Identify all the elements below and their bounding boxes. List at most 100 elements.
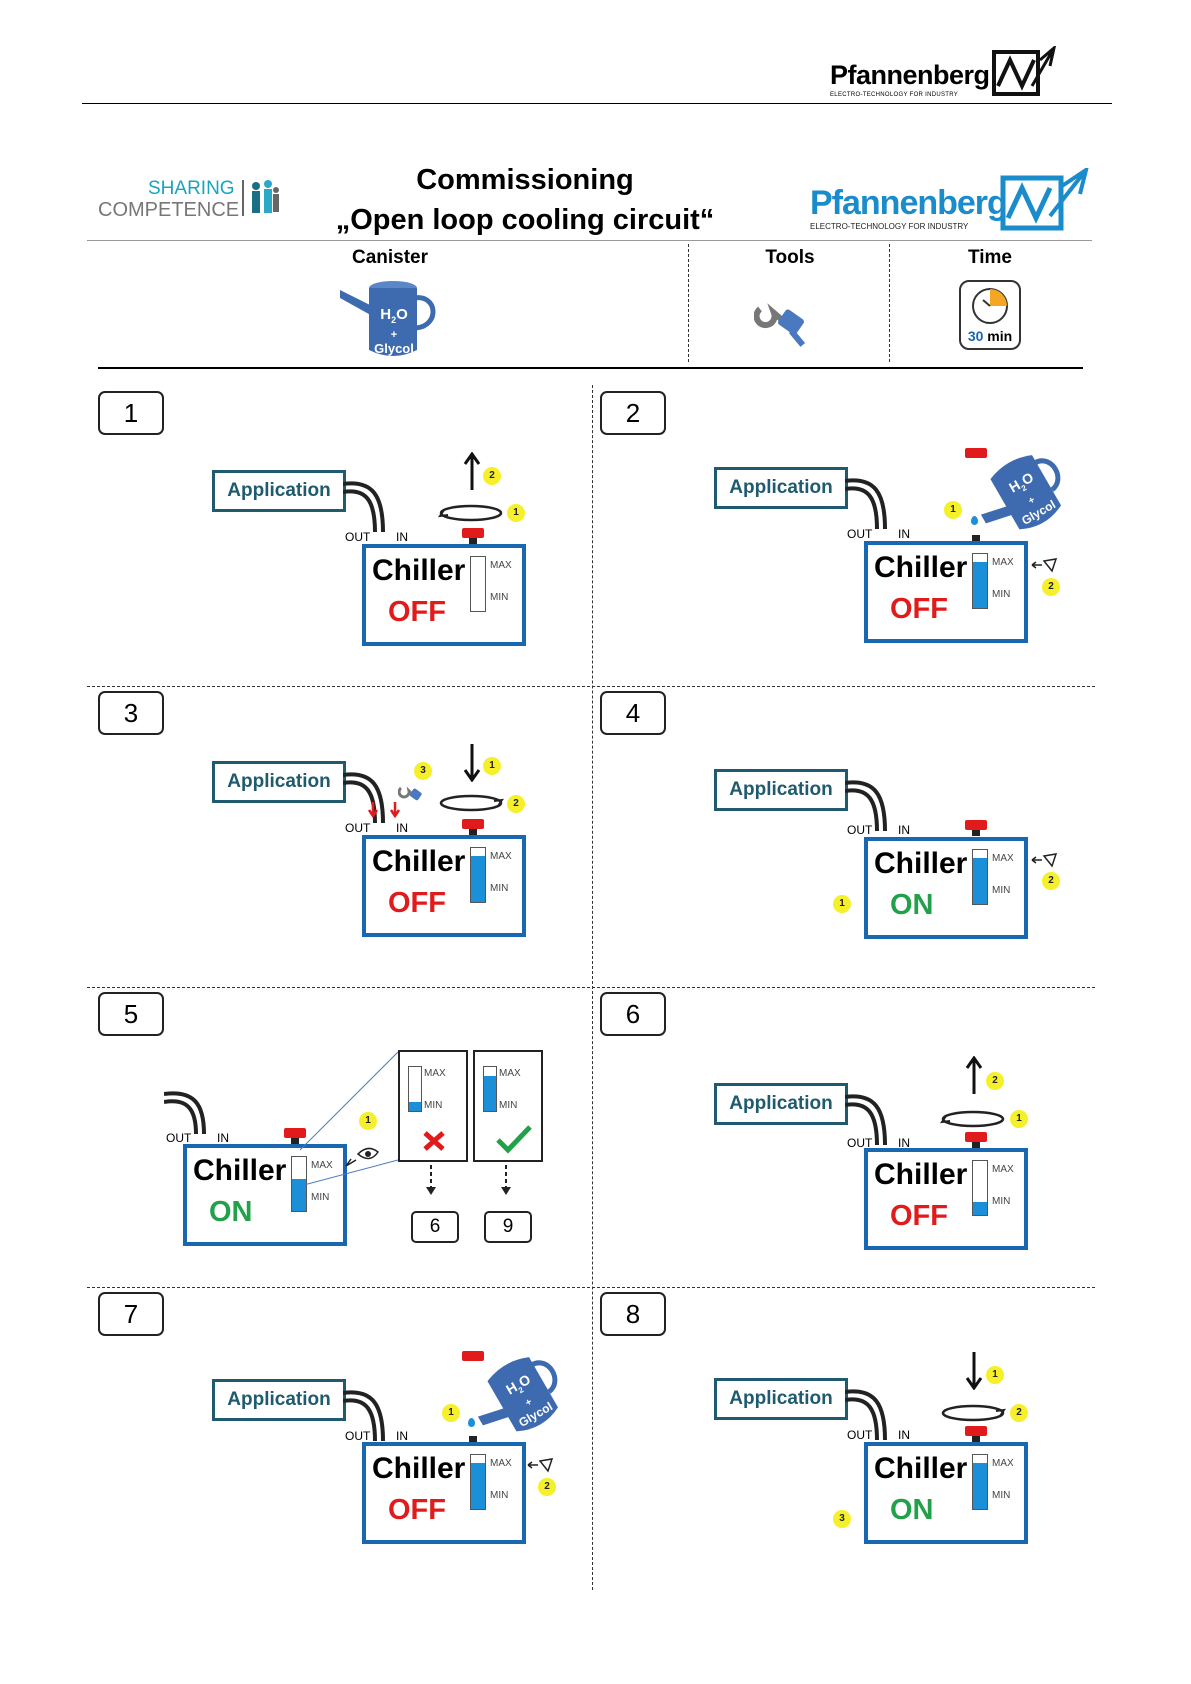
chiller-label: Chiller (372, 554, 466, 587)
chiller-state: OFF (388, 1494, 446, 1526)
title-line-1: Commissioning (416, 164, 634, 196)
level-fill (471, 1463, 485, 1509)
min-label: MIN (499, 1100, 518, 1111)
brand-color-tagline: ELECTRO-TECHNOLOGY FOR INDUSTRY (810, 222, 969, 231)
level-gauge (291, 1156, 307, 1212)
marker-2: 2 (538, 1478, 556, 1496)
banner-rule (87, 240, 1092, 241)
chiller-state: OFF (388, 596, 446, 628)
chiller-state: ON (209, 1196, 253, 1228)
arrow-down-dashed-icon (501, 1165, 511, 1195)
canister-icon: H2O + Glycol (338, 278, 446, 360)
sharing-competence-logo: SHARING COMPETENCE (98, 178, 288, 224)
chiller-unit: Chiller ON MAX MIN (864, 1442, 1028, 1544)
level-fill (973, 858, 987, 904)
competence-text: COMPETENCE (98, 199, 240, 221)
min-label: MIN (490, 1490, 509, 1501)
in-label: IN (396, 1429, 408, 1443)
application-box: Application (212, 1379, 346, 1421)
column-divider-1 (688, 244, 689, 362)
marker-1: 1 (442, 1404, 460, 1422)
hose-icon (343, 1390, 385, 1442)
marker-2: 2 (1042, 872, 1060, 890)
filler-neck (469, 1436, 477, 1442)
step-number-6: 6 (600, 992, 666, 1036)
filler-neck (972, 1436, 980, 1442)
out-label: OUT (847, 527, 873, 541)
chiller-state: OFF (388, 887, 446, 919)
in-label: IN (217, 1131, 229, 1145)
canister-sub: 2 (391, 315, 397, 326)
out-label: OUT (345, 1429, 371, 1443)
mini-gauge-fill (484, 1075, 496, 1111)
filler-cap (462, 819, 484, 829)
tool-icon (398, 786, 422, 801)
chiller-unit: Chiller ON MAX MIN (183, 1144, 347, 1246)
timer-unit: min (987, 328, 1013, 344)
marker-1: 1 (1010, 1110, 1028, 1128)
marker-2: 2 (483, 467, 501, 485)
marker-2: 2 (1010, 1404, 1028, 1422)
filler-cap (462, 528, 484, 538)
filler-cap (965, 820, 987, 830)
filler-neck (469, 538, 477, 544)
hose-icon (845, 780, 887, 832)
max-label: MAX (992, 1458, 1014, 1469)
eye-check-icon (527, 1458, 554, 1473)
goto-step-9: 9 (484, 1211, 532, 1243)
level-too-low-box: MAX MIN (398, 1050, 468, 1162)
min-label: MIN (424, 1100, 443, 1111)
filler-neck (291, 1138, 299, 1144)
chiller-state: ON (890, 1494, 934, 1526)
brand-color-text: Pfannenberg (810, 184, 1008, 222)
page-title: Commissioning „Open loop cooling circuit… (310, 160, 740, 240)
application-box: Application (714, 1378, 848, 1420)
chiller-label: Chiller (874, 847, 968, 880)
tools-icon (754, 303, 806, 347)
marker-1: 1 (944, 501, 962, 519)
eye-check-icon (1031, 853, 1058, 868)
chiller-state: OFF (890, 593, 948, 625)
timer-value: 30 (967, 328, 984, 344)
level-gauge (972, 849, 988, 905)
canister-header: Canister (351, 247, 429, 268)
hose-icon (343, 772, 385, 824)
arrow-down-icon (463, 744, 481, 782)
chiller-state: ON (890, 889, 934, 921)
zoom-lines-icon (300, 1051, 399, 1187)
hose-icon (343, 481, 385, 533)
min-label: MIN (992, 1196, 1011, 1207)
max-label: MAX (490, 851, 512, 862)
chiller-unit: Chiller ON MAX MIN (864, 837, 1028, 939)
level-gauge (470, 1454, 486, 1510)
level-fill (973, 562, 987, 608)
header-brand: Pfannenberg (830, 60, 990, 90)
in-label: IN (396, 530, 408, 544)
eye-icon (345, 1147, 380, 1167)
header-rule (82, 103, 1112, 104)
hose-icon (845, 1389, 887, 1441)
filler-neck (972, 1142, 980, 1148)
level-fill (292, 1178, 306, 1211)
application-box: Application (714, 769, 848, 811)
max-label: MAX (311, 1160, 333, 1171)
chiller-label: Chiller (874, 1452, 968, 1485)
out-label: OUT (345, 530, 371, 544)
level-gauge (972, 553, 988, 609)
canister-pouring-icon: H2O + Glycol (456, 1333, 588, 1461)
application-box: Application (714, 1083, 848, 1125)
marker-2: 2 (1042, 578, 1060, 596)
rotate-arrow-icon (941, 1404, 1006, 1422)
mini-gauge (483, 1066, 497, 1112)
min-label: MIN (992, 885, 1011, 896)
max-label: MAX (992, 1164, 1014, 1175)
level-gauge (470, 847, 486, 903)
max-label: MAX (424, 1068, 446, 1079)
mini-gauge-fill (409, 1102, 421, 1111)
filler-cap-removed (462, 1351, 484, 1361)
title-line-2: „Open loop cooling circuit“ (335, 204, 715, 236)
water-drop-icon (468, 1418, 475, 1427)
application-box: Application (714, 467, 848, 509)
eye-check-icon (1031, 558, 1058, 573)
filler-cap (965, 1426, 987, 1436)
